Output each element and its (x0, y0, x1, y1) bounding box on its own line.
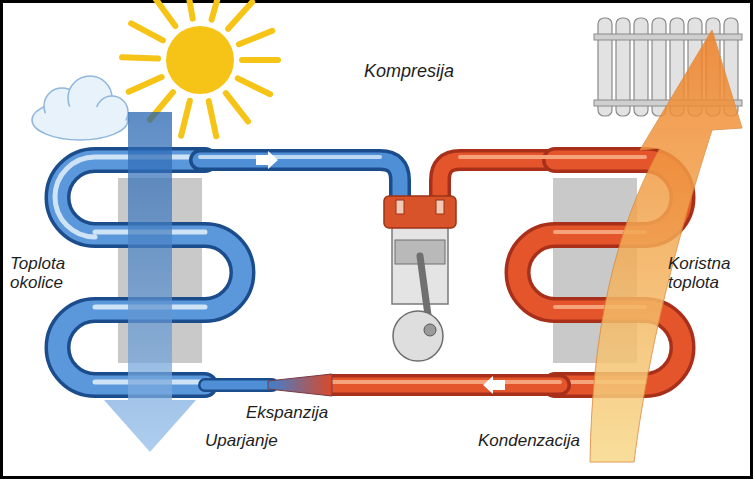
sun-ray (209, 101, 216, 136)
suction-pipe (200, 160, 400, 200)
flow-arrow (256, 151, 278, 169)
sun-ray (131, 23, 163, 40)
sun-ray (242, 57, 278, 63)
sun-ray (154, 0, 175, 26)
sun-ray (238, 78, 270, 94)
compressor (384, 196, 456, 361)
crank-pin (424, 324, 436, 336)
valve (396, 200, 404, 214)
process-label: Uparjanje (205, 431, 315, 450)
sink-label: Koristna toplota (668, 254, 750, 292)
flow-arrow (483, 376, 505, 394)
sun-disc (166, 26, 234, 94)
pipe-highlight (200, 155, 380, 159)
liquid-pipe (330, 378, 560, 393)
sun-ray (239, 31, 272, 44)
sun-ray (181, 101, 190, 136)
pressure-pipe (440, 160, 555, 200)
pressure-pipe (440, 160, 555, 200)
cloud-part (38, 106, 126, 138)
cloud (32, 76, 128, 140)
sun-ray (186, 0, 192, 19)
sun-ray (212, 0, 222, 20)
process-label: Kondenzacija (478, 431, 586, 450)
expansion-valve (268, 374, 332, 396)
process-label: Ekspanzija (246, 403, 356, 422)
valve (436, 200, 444, 214)
pipe-highlight (330, 380, 560, 384)
evaporator (55, 157, 400, 385)
cylinder-head (384, 196, 456, 228)
useful-heat-arrow (590, 30, 742, 462)
source-label: Toplota okolice (10, 254, 84, 292)
sun-ray (228, 2, 252, 29)
ambient-heat-arrow (104, 112, 196, 452)
suction-pipe (200, 160, 400, 200)
sun-ray (226, 93, 248, 121)
expansion-pipe (205, 378, 272, 392)
radiator-header (594, 34, 742, 40)
process-label: Kompresija (347, 62, 471, 81)
sun-ray (122, 57, 158, 58)
crankshaft (393, 311, 443, 361)
expansion-pipe (205, 381, 272, 390)
sun-ray (129, 77, 162, 92)
liquid-pipe (330, 374, 560, 396)
